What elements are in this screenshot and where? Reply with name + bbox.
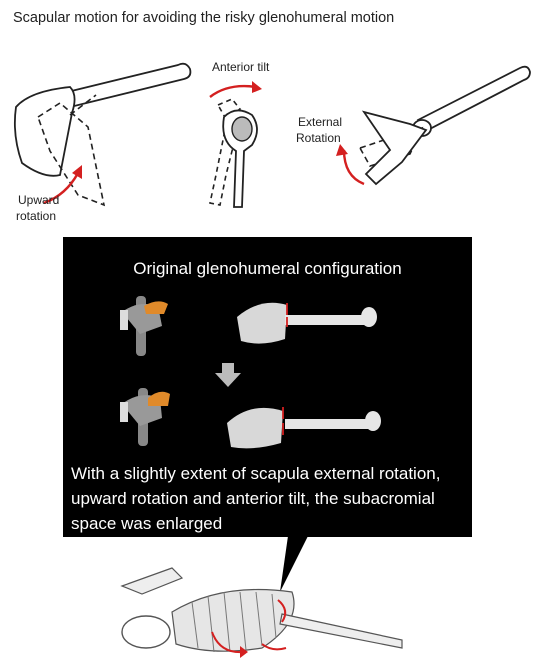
glenoid-view-moved — [118, 382, 178, 452]
anterior-tilt-label: Anterior tilt — [212, 59, 269, 75]
upward-rotation-label-1: Upward — [18, 192, 59, 208]
external-rotation-illustration — [330, 58, 530, 198]
result-panel: Original glenohumeral configuration With… — [63, 237, 472, 537]
upward-rotation-label-2: rotation — [16, 208, 56, 224]
glenoid-view-original — [118, 292, 178, 362]
shoulder-view-original — [231, 295, 391, 355]
skeleton-illustration — [112, 552, 412, 657]
panel-title: Original glenohumeral configuration — [63, 259, 472, 279]
anterior-tilt-illustration — [196, 75, 286, 225]
panel-caption: With a slightly extent of scapula extern… — [71, 461, 471, 536]
down-arrow-icon — [215, 363, 241, 387]
shoulder-view-moved — [223, 397, 393, 457]
page-title: Scapular motion for avoiding the risky g… — [13, 10, 394, 26]
